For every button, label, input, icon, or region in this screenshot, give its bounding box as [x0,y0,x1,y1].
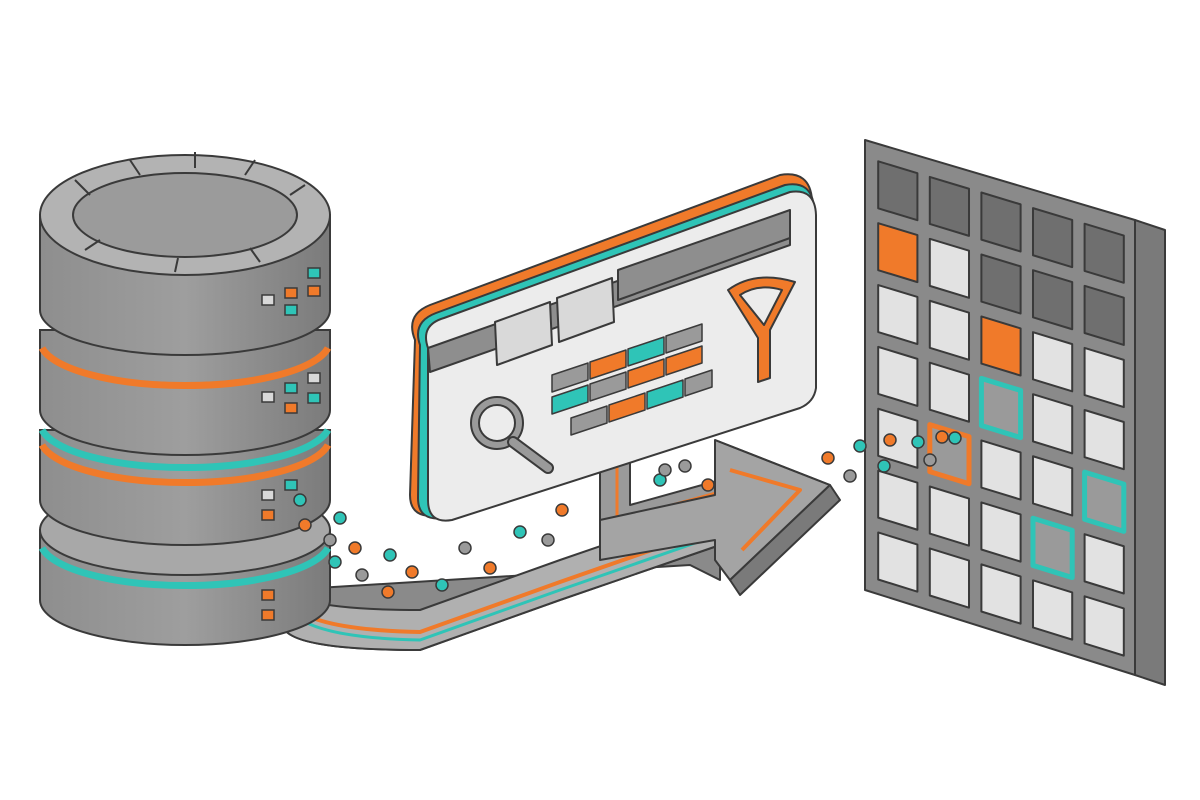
result-grid-cells [877,160,1127,657]
grid-cell-0-0 [877,160,919,222]
grid-cell-2-2 [980,315,1022,377]
grid-cell-2-3 [1031,331,1074,393]
data-blocks-icon [551,323,713,436]
grid-cell-6-0 [877,531,919,593]
grid-cell-1-2 [980,253,1022,315]
query-panel [409,173,817,522]
grid-cell-2-0 [877,284,919,346]
database-indicator-lights [261,267,321,621]
result-grid-icon [864,139,1166,686]
database-icon [38,152,332,646]
grid-cell-1-3 [1031,269,1074,331]
grid-cell-5-0 [877,469,919,531]
grid-cell-6-3 [1031,579,1074,641]
grid-cell-3-3 [1031,393,1074,455]
grid-cell-2-1 [928,299,971,361]
grid-cell-4-2 [980,439,1022,501]
grid-cell-3-4 [1083,409,1125,471]
grid-cell-1-0 [877,222,919,284]
grid-cell-3-2 [978,375,1024,441]
grid-cell-5-2 [980,501,1022,563]
search-icon [470,396,554,474]
grid-cell-2-4 [1083,346,1125,409]
grid-cell-3-1 [928,361,971,423]
grid-cell-5-3 [1030,515,1075,581]
grid-cell-5-4 [1083,533,1125,595]
grid-cell-3-0 [877,345,919,407]
grid-cell-4-0 [877,407,919,469]
database-disk-1 [39,152,331,356]
grid-cell-6-2 [980,563,1022,625]
grid-cell-5-1 [928,485,971,547]
grid-cell-0-2 [980,191,1022,253]
filter-tabs [494,209,791,366]
grid-cell-6-4 [1083,595,1125,657]
grid-cell-6-1 [928,547,971,609]
data-particles [293,430,962,599]
grid-cell-4-4 [1082,469,1127,534]
grid-cell-0-4 [1083,222,1125,284]
grid-cell-4-1 [927,422,972,487]
database-disk-2 [38,329,332,472]
grid-cell-1-4 [1083,284,1125,346]
grid-cell-0-1 [928,175,971,237]
grid-cell-0-3 [1031,207,1074,269]
funnel-icon [727,276,796,383]
grid-cell-1-1 [928,237,971,299]
grid-cell-4-3 [1031,455,1074,517]
